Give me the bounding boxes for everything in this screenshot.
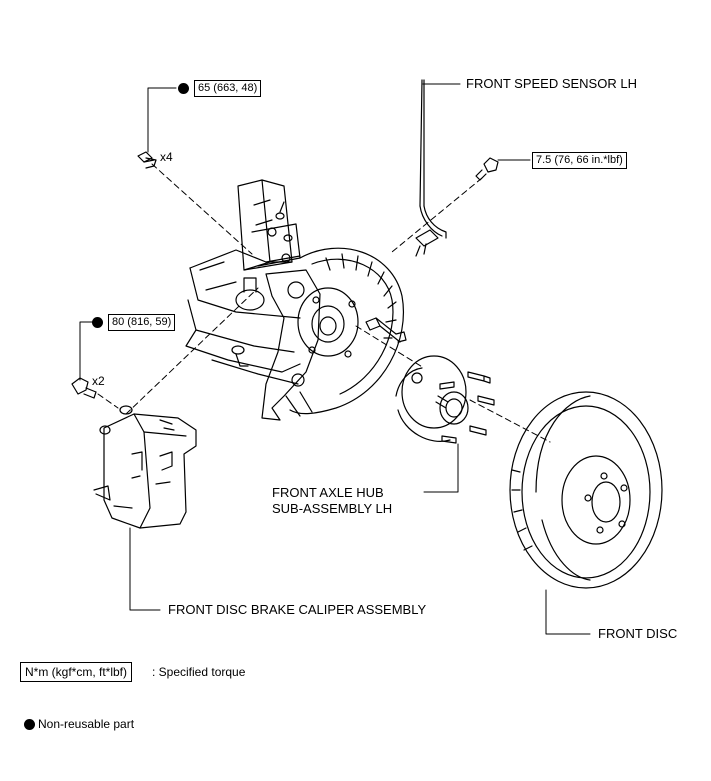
caliper-bolt-illustration <box>71 377 97 399</box>
speed-sensor-bolt-torque: 7.5 (76, 66 in.*lbf) <box>532 152 627 169</box>
knuckle-bolt-illustration <box>137 151 157 169</box>
non-reusable-marker <box>178 83 189 94</box>
front-axle-hub-label: FRONT AXLE HUB SUB-ASSEMBLY LH <box>272 485 392 517</box>
caliper-bolt-torque: 80 (816, 59) <box>108 314 176 331</box>
knuckle-bolt-quantity: x4 <box>160 150 173 164</box>
front-axle-hub-label-line1: FRONT AXLE HUB <box>272 485 384 500</box>
front-speed-sensor-label: FRONT SPEED SENSOR LH <box>466 76 637 91</box>
caliper-bolt-quantity: x2 <box>92 374 105 388</box>
legend-torque-unit: N*m (kgf*cm, ft*lbf) <box>20 662 133 682</box>
knuckle-bolt-torque: 65 (663, 48) <box>194 80 262 97</box>
front-disc-illustration <box>509 391 663 589</box>
legend-torque-description: : Specified torque <box>152 665 246 679</box>
steering-knuckle-illustration <box>185 179 407 421</box>
front-disc-brake-caliper-label: FRONT DISC BRAKE CALIPER ASSEMBLY <box>168 602 427 617</box>
leader-lines <box>79 83 591 635</box>
non-reusable-marker <box>92 317 103 328</box>
legend-non-reusable-text: Non-reusable part <box>38 717 135 731</box>
front-axle-hub-illustration <box>395 355 495 444</box>
legend-non-reusable-dot <box>24 719 35 730</box>
assembly-dash-lines <box>97 163 551 443</box>
speed-sensor-bolt-illustration <box>475 157 499 181</box>
speed-sensor-illustration <box>415 79 447 257</box>
front-axle-hub-label-line2: SUB-ASSEMBLY LH <box>272 501 393 516</box>
brake-caliper-illustration <box>93 405 197 529</box>
front-disc-label: FRONT DISC <box>598 626 678 641</box>
